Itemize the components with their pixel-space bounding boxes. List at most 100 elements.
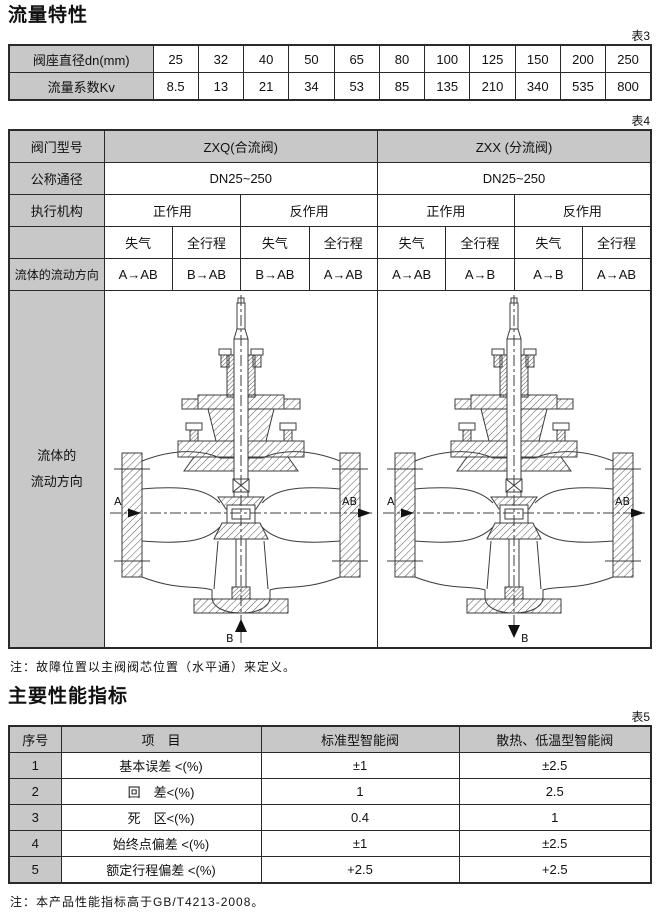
fault-position-note: 注：故障位置以主阀阀芯位置（水平通）来定义。: [10, 660, 297, 674]
cell: 反作用: [240, 194, 378, 227]
cell: A→AB: [376, 258, 447, 291]
cell: 210: [469, 72, 516, 101]
cell-value: ±1: [260, 752, 460, 779]
cell-value: +2.5: [260, 856, 460, 884]
cell: A→AB: [308, 258, 379, 291]
cell: 全行程: [308, 226, 379, 259]
cell-value: 1: [260, 778, 460, 805]
table-row: 流体的流动方向 A→AB B→AB B→AB A→AB A→AB A→B A→B…: [8, 258, 652, 291]
cell: A→B: [513, 258, 584, 291]
cell: 13: [197, 72, 245, 101]
cell: 全行程: [582, 226, 652, 259]
table-row: 阀门型号 ZXQ(合流阀) ZXX (分流阀): [8, 129, 652, 163]
cell: 反作用: [513, 194, 652, 227]
flow-coefficient-table: 阀座直径dn(mm) 25 32 40 50 65 80 100 125 150…: [8, 44, 652, 101]
cell: 53: [333, 72, 380, 101]
cell-item: 基本误差 <(%): [60, 752, 262, 779]
cell: 失气: [103, 226, 173, 259]
cell-index: 1: [8, 752, 62, 779]
table-row: 公称通径 DN25~250 DN25~250: [8, 162, 652, 195]
valve-drawing-diverting: A AB B: [383, 295, 645, 645]
row-label-seat-diameter: 阀座直径dn(mm): [8, 44, 154, 73]
cell-value: ±1: [260, 830, 460, 857]
flow-label-line2: 流动方向: [30, 474, 83, 489]
cell-index: 2: [8, 778, 62, 805]
drawing-cell-zxq: A AB B: [103, 290, 378, 649]
cell-model-zxx: ZXX (分流阀): [377, 129, 652, 163]
cell: 65: [333, 44, 380, 73]
cell-value: 2.5: [458, 778, 652, 805]
cell-model-zxq: ZXQ(合流阀): [103, 129, 378, 163]
cell: 125: [469, 44, 516, 73]
table5-tag: 表5: [631, 710, 650, 724]
row-label-flow-direction-drawing: 流体的 流动方向: [8, 290, 105, 649]
table-row-drawings: 流体的 流动方向: [8, 290, 652, 649]
cell: 32: [197, 44, 245, 73]
table-row: 4 始终点偏差 <(%) ±1 ±2.5: [8, 830, 652, 857]
cell: 250: [605, 44, 652, 73]
cell: 失气: [513, 226, 584, 259]
col-header-standard: 标准型智能阀: [260, 725, 460, 753]
cell: 正作用: [377, 194, 515, 227]
flow-label-b: B: [226, 632, 234, 645]
table-row: 流量系数Kv 8.5 13 21 34 53 85 135 210 340 53…: [8, 72, 652, 101]
cell: 正作用: [103, 194, 242, 227]
row-label-actuator: 执行机构: [8, 194, 105, 227]
cell: 25: [152, 44, 199, 73]
table-row: 阀座直径dn(mm) 25 32 40 50 65 80 100 125 150…: [8, 44, 652, 73]
flow-label-line1: 流体的: [37, 448, 77, 463]
cell-item: 始终点偏差 <(%): [60, 830, 262, 857]
table-row: 2 回 差<(%) 1 2.5: [8, 778, 652, 805]
table-row: 3 死 区<(%) 0.4 1: [8, 804, 652, 831]
cell-index: 5: [8, 856, 62, 884]
flow-characteristics-title: 流量特性: [8, 5, 89, 26]
table4-tag: 表4: [631, 114, 650, 128]
performance-note: 注：本产品性能指标高于GB/T4213-2008。: [10, 895, 265, 909]
table-row: 5 额定行程偏差 <(%) +2.5 +2.5: [8, 856, 652, 884]
cell: B→AB: [171, 258, 242, 291]
cell-index: 4: [8, 830, 62, 857]
cell: DN25~250: [103, 162, 378, 195]
cell-value: 1: [458, 804, 652, 831]
cell: 100: [424, 44, 471, 73]
col-header-item: 项 目: [60, 725, 262, 753]
cell-item: 死 区<(%): [60, 804, 262, 831]
valve-model-table: 阀门型号 ZXQ(合流阀) ZXX (分流阀) 公称通径 DN25~250 DN…: [8, 129, 652, 649]
cell-item: 回 差<(%): [60, 778, 262, 805]
cell: 8.5: [152, 72, 199, 101]
cell: 340: [514, 72, 561, 101]
cell-item: 额定行程偏差 <(%): [60, 856, 262, 884]
row-label-flow-direction: 流体的流动方向: [8, 258, 105, 291]
table3-tag: 表3: [631, 29, 650, 43]
cell: 21: [243, 72, 290, 101]
flow-label-a: A: [387, 495, 395, 508]
table-row: 失气 全行程 失气 全行程 失气 全行程 失气 全行程: [8, 226, 652, 259]
table-row: 1 基本误差 <(%) ±1 ±2.5: [8, 752, 652, 779]
cell-value: +2.5: [458, 856, 652, 884]
row-label-empty: [8, 226, 105, 259]
cell-value: ±2.5: [458, 830, 652, 857]
cell: 535: [559, 72, 607, 101]
cell: 失气: [376, 226, 447, 259]
table-header-row: 序号 项 目 标准型智能阀 散热、低温型智能阀: [8, 725, 652, 753]
cell: A→AB: [103, 258, 173, 291]
cell: 40: [243, 44, 290, 73]
cell: 全行程: [445, 226, 515, 259]
flow-label-ab: AB: [615, 495, 630, 508]
row-label-kv: 流量系数Kv: [8, 72, 154, 101]
cell: 85: [378, 72, 426, 101]
performance-title: 主要性能指标: [8, 686, 129, 707]
cell: DN25~250: [377, 162, 652, 195]
cell: 135: [424, 72, 471, 101]
flow-label-b: B: [521, 632, 529, 645]
cell: B→AB: [240, 258, 310, 291]
performance-table: 序号 项 目 标准型智能阀 散热、低温型智能阀 1 基本误差 <(%) ±1 ±…: [8, 725, 652, 884]
cell: 50: [288, 44, 335, 73]
cell-value: ±2.5: [458, 752, 652, 779]
cell: 200: [559, 44, 607, 73]
cell-value: 0.4: [260, 804, 460, 831]
flow-label-a: A: [114, 495, 122, 508]
cell: 全行程: [171, 226, 242, 259]
col-header-index: 序号: [8, 725, 62, 753]
